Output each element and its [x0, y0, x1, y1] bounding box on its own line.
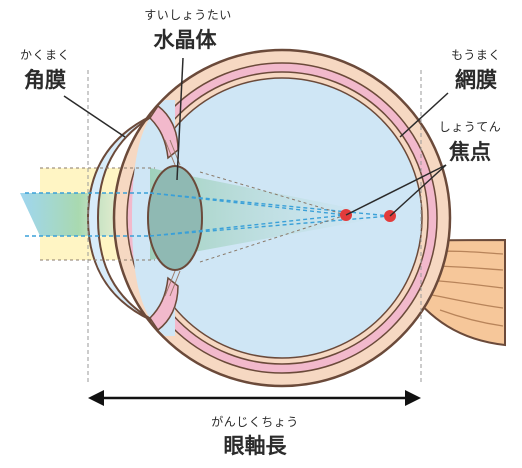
crystalline-lens — [147, 165, 203, 271]
light-rays — [25, 192, 391, 237]
lens-reading: すいしょうたい — [144, 8, 232, 22]
cornea-label: 角膜 — [24, 68, 66, 92]
leader-lines — [63, 57, 449, 217]
ciliary-body-top — [149, 104, 179, 160]
ciliary-body-bottom — [149, 276, 179, 332]
light-cone — [150, 168, 390, 260]
focus-label: 焦点 — [449, 140, 491, 164]
cornea-reading: かくまく — [19, 48, 71, 62]
axial-length-arrow — [88, 390, 421, 406]
lens-label: 水晶体 — [153, 28, 217, 52]
focus-reading: しょうてん — [438, 120, 502, 134]
axial-length-label: 眼軸長 — [223, 434, 287, 458]
retina-label: 網膜 — [455, 68, 497, 92]
retina-reading: もうまく — [451, 48, 501, 62]
axial-length-reading: がんじくちょう — [211, 415, 299, 429]
beam-edges — [40, 167, 347, 263]
